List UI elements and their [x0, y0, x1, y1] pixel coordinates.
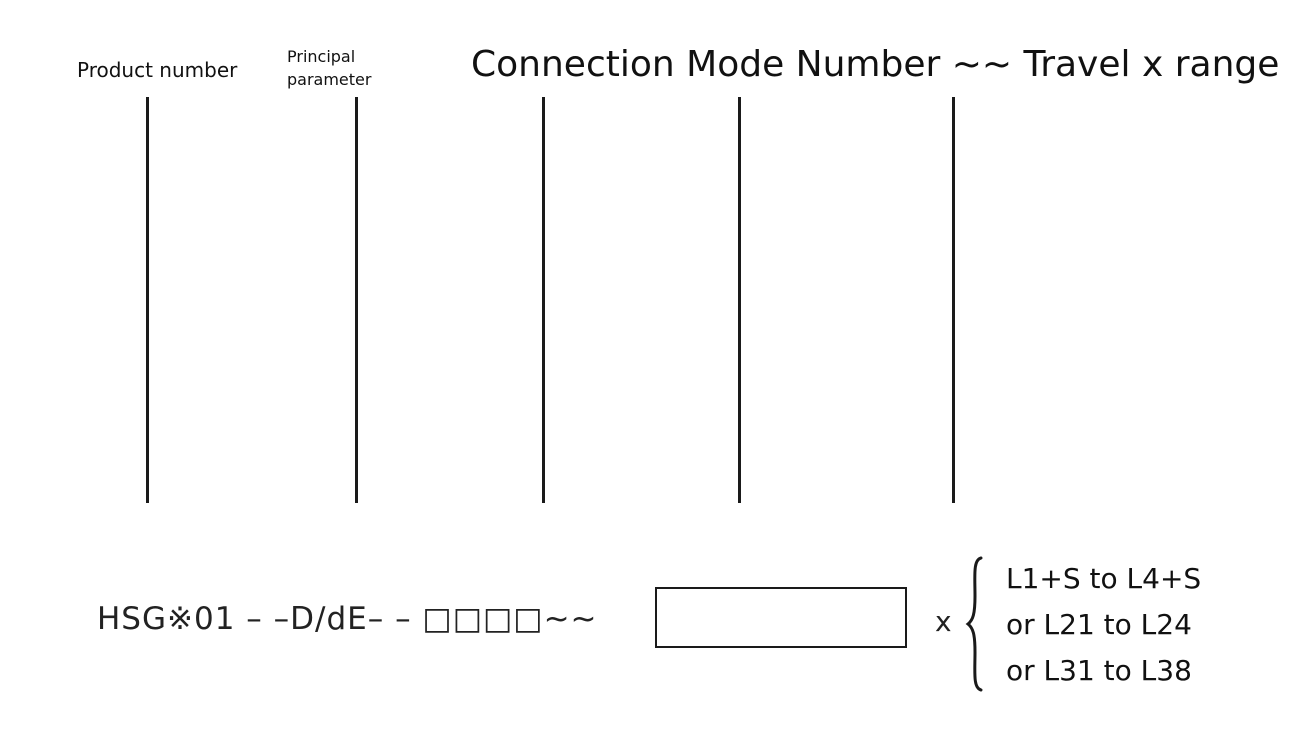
product-number-label: Product number — [77, 58, 238, 82]
range-options: L1+S to L4+S or L21 to L24 or L31 to L38 — [1006, 556, 1201, 694]
principal-parameter-line1: Principal — [287, 47, 356, 66]
range-option: or L21 to L24 — [1006, 608, 1192, 641]
pointer-line-number — [738, 97, 741, 503]
curly-brace — [965, 556, 983, 692]
principal-parameter-line2: parameter — [287, 70, 372, 89]
range-option: L1+S to L4+S — [1006, 562, 1202, 595]
pointer-line-product — [146, 97, 149, 503]
range-option: or L31 to L38 — [1006, 654, 1192, 687]
travel-value-box — [655, 587, 907, 648]
pointer-line-connection — [542, 97, 545, 503]
connection-mode-label: Connection Mode Number ~~ Travel x range — [471, 44, 1280, 85]
model-code: HSG※01 – –D/dE– – □□□□~~ — [97, 601, 598, 637]
multiply-sign: x — [935, 605, 952, 638]
principal-parameter-label: Principal parameter — [287, 45, 387, 91]
pointer-line-travel — [952, 97, 955, 503]
pointer-line-principal — [355, 97, 358, 503]
